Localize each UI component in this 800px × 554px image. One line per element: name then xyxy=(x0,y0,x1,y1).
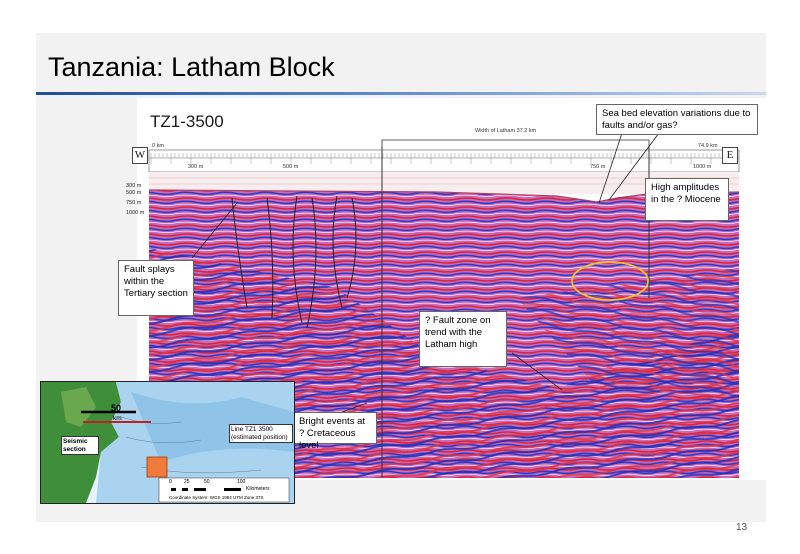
latham-width-label: Width of Latham 37.2 km xyxy=(475,128,537,134)
slide-title: Tanzania: Latham Block xyxy=(48,52,335,82)
depth-label: 500 m xyxy=(126,190,142,196)
callout-high-amplitudes: High amplitudes in the ? Miocene xyxy=(645,178,729,221)
callout-sea-bed: Sea bed elevation variations due to faul… xyxy=(596,104,758,135)
shotpoint-label: 300 m xyxy=(188,164,204,170)
east-marker: E xyxy=(722,147,738,164)
callout-bright-events: Bright events at ? Cretaceous level xyxy=(293,412,377,451)
depth-label: 300 m xyxy=(126,183,142,189)
depth-label: 750 m xyxy=(126,200,142,206)
shotpoint-label: 500 m xyxy=(283,164,299,170)
map-line-note: (estimated position) xyxy=(231,433,288,441)
map-scale-unit: km xyxy=(113,415,122,422)
map-line-label: Line TZ1 3500 (estimated position) xyxy=(229,424,293,443)
map-kilometers-label: Kilometers xyxy=(246,486,270,492)
page-number: 13 xyxy=(736,522,748,533)
west-marker: W xyxy=(132,147,148,164)
location-map-inset: 50 km Seismic section Line TZ1 3500 (est… xyxy=(40,381,295,504)
map-scale-tick: 0 xyxy=(169,479,172,485)
map-scale-number: 50 xyxy=(111,403,122,413)
start-km-label: 0 km xyxy=(152,143,164,149)
shotpoint-label: 1000 m xyxy=(693,164,712,170)
map-seismic-section-label: Seismic section xyxy=(61,436,99,455)
depth-label: 1000 m xyxy=(126,210,145,216)
callout-fault-splays: Fault splays within the Tertiary section xyxy=(118,260,194,316)
map-coordinate-system: Coordinate System: WGS 1984 UTM Zone 37S xyxy=(169,495,264,500)
map-scale-tick: 25 xyxy=(184,479,190,485)
end-km-label: 74.9 km xyxy=(698,143,718,149)
map-line-name: Line TZ1 3500 xyxy=(231,426,273,433)
map-scale-tick: 100 xyxy=(237,479,246,485)
shotpoint-label: 750 m xyxy=(590,164,606,170)
callout-fault-zone: ? Fault zone on trend with the Latham hi… xyxy=(419,311,507,367)
title-underline xyxy=(36,92,766,95)
map-scale-tick: 50 xyxy=(204,479,210,485)
seismic-line-name: TZ1-3500 xyxy=(150,112,224,131)
